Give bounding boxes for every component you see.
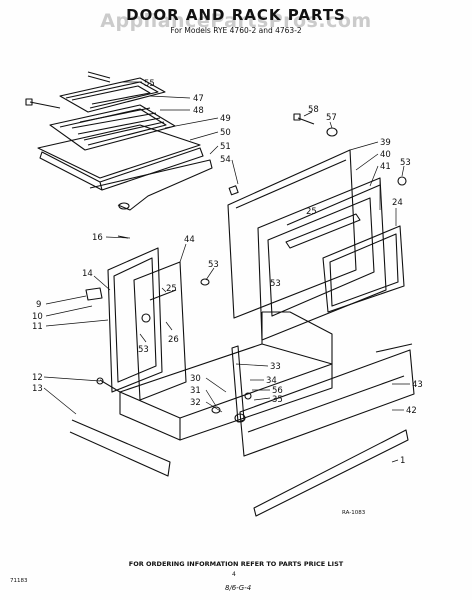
- part-label: 1: [400, 456, 405, 466]
- part-label: 55: [144, 79, 155, 89]
- part-label: 31: [190, 386, 201, 396]
- drawer-door-assembly: [85, 235, 210, 401]
- page-number: 4: [232, 571, 236, 578]
- part-label: 57: [326, 113, 337, 123]
- part-label: 10: [32, 312, 43, 322]
- part-label: 41: [380, 162, 391, 172]
- part-label: 47: [193, 94, 204, 104]
- part-label: 53: [400, 158, 411, 168]
- part-label: 30: [190, 374, 201, 384]
- handwritten-note: 8/6-G-4: [225, 584, 252, 592]
- part-label: 14: [82, 269, 93, 279]
- part-label: 53: [138, 345, 149, 355]
- part-label: 54: [220, 155, 231, 165]
- page-title: DOOR AND RACK PARTS: [126, 6, 346, 24]
- ordering-note: FOR ORDERING INFORMATION REFER TO PARTS …: [128, 560, 344, 568]
- part-label: 12: [32, 373, 43, 383]
- part-label: 35: [272, 395, 283, 405]
- part-label: 44: [184, 235, 195, 245]
- part-label: 13: [32, 384, 43, 394]
- part-label: 56: [272, 386, 283, 396]
- part-label: 42: [406, 406, 417, 416]
- part-number-labels: 55 47 48 49 50 51 54 58 57 39 40 41 53 2…: [32, 79, 423, 466]
- part-label: 53: [270, 279, 281, 289]
- diagram-code: RA-1083: [342, 510, 366, 516]
- part-label: 24: [392, 198, 403, 208]
- drawer-front-panel: [239, 343, 415, 457]
- document-code: 71183: [10, 578, 28, 584]
- part-label: 9: [36, 300, 41, 310]
- broiler-rack: [49, 104, 176, 151]
- part-label: 16: [92, 233, 103, 243]
- part-label: 11: [32, 322, 43, 332]
- part-label: 25: [166, 284, 177, 294]
- part-label: 49: [220, 114, 231, 124]
- broiler-pan: [37, 124, 213, 211]
- oven-door-outer-panel: [227, 149, 407, 341]
- part-label: 32: [190, 398, 201, 408]
- part-label: 26: [168, 335, 179, 345]
- part-label: 43: [412, 380, 423, 390]
- model-subtitle: For Models RYE 4760-2 and 4763-2: [170, 26, 302, 35]
- part-label: 50: [220, 128, 231, 138]
- part-label: 34: [266, 376, 277, 386]
- part-label: 58: [308, 105, 319, 115]
- part-label: 51: [220, 142, 231, 152]
- storage-drawer-body: [119, 311, 333, 441]
- part-label: 40: [380, 150, 391, 160]
- part-label: 53: [208, 260, 219, 270]
- part-label: 33: [270, 362, 281, 372]
- watermark: AppliancePartsPros.com: [100, 10, 372, 32]
- drawer-rails: [69, 377, 409, 517]
- roller-bracket: [211, 345, 252, 423]
- part-label: 25: [306, 207, 317, 217]
- part-label: 39: [380, 138, 391, 148]
- part-label: 48: [193, 106, 204, 116]
- broil-element: [25, 71, 166, 113]
